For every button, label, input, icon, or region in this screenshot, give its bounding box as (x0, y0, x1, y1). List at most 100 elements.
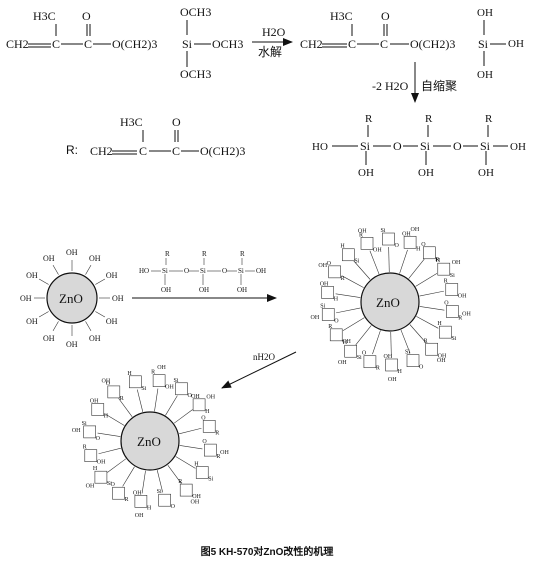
silanol-methyl: H3C (330, 9, 353, 23)
siloxane-ring (425, 342, 438, 356)
siloxane-ring (445, 283, 459, 296)
shell-atom-label: O (96, 436, 101, 442)
hydroxyl-bond (38, 311, 49, 318)
grafting-bond (165, 395, 178, 416)
shell-atom-label: OH (437, 358, 446, 364)
shell-atom-label: OH (462, 312, 471, 318)
hydroxyl-bond (52, 321, 59, 332)
siloxane-ring (179, 483, 193, 497)
silanol-c2: C (380, 37, 388, 51)
shell-atom-label: O (106, 381, 111, 387)
grafting-bond (390, 331, 392, 357)
shell-atom-label: OH (90, 398, 99, 404)
shell-atom-label: OH (388, 377, 397, 383)
grafting-bond (173, 409, 193, 424)
silanol-si: Si (478, 37, 489, 51)
grafting-bond (175, 456, 196, 469)
monomer-si: Si (182, 37, 193, 51)
grafting-bond (107, 458, 127, 473)
shell-atom-label: OH (192, 494, 201, 500)
hydroxyl-label: OH (26, 271, 38, 280)
shell-atom-label: H (340, 244, 345, 250)
zno-label-condensed: ZnO (137, 434, 161, 449)
siloxane-ring (344, 344, 358, 358)
condensation-label: 自缩聚 (421, 78, 457, 93)
siloxane-ring (363, 355, 377, 369)
oligomer-oh-b2: OH (418, 167, 434, 179)
monomer-och3-right: OCH3 (212, 37, 243, 51)
shell-atom-label: Si (354, 259, 359, 265)
shell-atom-label: H (334, 297, 339, 303)
grafting-bond (141, 470, 146, 494)
hydrolysis-step: H2O 水解 (252, 25, 293, 59)
shell-atom-label: H (398, 369, 403, 375)
dehydration-label: nH2O (253, 352, 275, 362)
shell-atom-label: O (327, 261, 332, 267)
grafted-zno-particle: OROHHSiROHOHSiOOHHOHORHSiOHROHSiOOHOHHOR… (311, 227, 472, 383)
shell-atom-label: OH (157, 365, 166, 371)
condensation-step: -2 H2O 自缩聚 (372, 62, 457, 103)
zno-core (46, 272, 98, 324)
siloxane-ring (329, 328, 343, 342)
siloxane-ring (84, 449, 98, 462)
hydroxyl-label: OH (43, 254, 55, 263)
siloxane-ring (94, 470, 108, 484)
silanol-ch2: CH2 (300, 37, 323, 51)
grafting-bond (167, 464, 182, 484)
hydroxyl-label: OH (89, 334, 101, 343)
r-definition: R: H3C O CH2 C C O(CH2)3 (66, 115, 245, 158)
siloxane-ring (152, 374, 166, 387)
shell-atom-label: OH (311, 315, 320, 321)
oligomer-r3: R (485, 113, 493, 125)
oligomer-si3: Si (480, 139, 491, 153)
shell-atom-label: OH (101, 379, 110, 385)
monomer-structure: H3C O OCH3 CH2 C C O(CH2)3 Si OCH3 OCH3 (6, 5, 243, 81)
zno-core-grafted (360, 272, 420, 332)
grafting-bond (408, 258, 425, 279)
oligomer-oh-b1: OH (358, 167, 374, 179)
shell-atom-label: Si (107, 481, 112, 487)
shell-atom-label: H (437, 321, 442, 327)
grafting-bond (156, 470, 164, 493)
silanol-carbonyl-o: O (381, 9, 390, 23)
shell-atom-label: OH (452, 260, 461, 266)
figure-caption: 图5 KH-570对ZnO改性的机理 (200, 547, 334, 558)
shell-atom-label: R (435, 257, 439, 263)
hydroxyl-label: OH (66, 248, 78, 257)
shell-atom-label: R (215, 430, 219, 436)
shell-atom-label: O (419, 365, 424, 371)
shell-atom-label: OH (135, 513, 144, 519)
siloxane-ring (204, 443, 217, 457)
shell-atom-label: Si (208, 477, 213, 483)
shell-atom-label: R (216, 454, 220, 460)
mini-oh-b2: OH (199, 286, 209, 294)
shell-atom-label: OH (358, 228, 367, 234)
grafting-bond (97, 432, 121, 437)
shell-atom-label: OH (458, 294, 467, 300)
oligomer-o1: O (393, 139, 402, 153)
siloxane-ring (195, 466, 209, 479)
mini-o2: O (222, 267, 227, 275)
shell-atom-label: OH (165, 385, 174, 391)
shell-atom-label: O (171, 504, 176, 510)
shell-atom-label: R (424, 338, 428, 344)
hydroxyl-label: OH (112, 294, 124, 303)
silanol-oh-top: OH (477, 7, 493, 19)
shell-atom-label: H (416, 246, 421, 252)
siloxane-ring (158, 493, 171, 507)
grafting-bond (179, 427, 202, 435)
shell-atom-label: OH (384, 354, 393, 360)
hydroxyl-label: OH (26, 317, 38, 326)
siloxane-ring (321, 286, 335, 299)
siloxane-ring (129, 375, 142, 389)
monomer-c2: C (84, 37, 92, 51)
mini-o1: O (184, 267, 189, 275)
grafting-bond (335, 293, 361, 298)
grafting-bond (415, 273, 438, 287)
shell-atom-label: OH (411, 227, 420, 233)
shell-atom-label: R (83, 445, 87, 451)
shell-atom-label: OH (402, 231, 411, 237)
mini-si3: Si (238, 267, 244, 275)
r-label: R: (66, 143, 78, 157)
